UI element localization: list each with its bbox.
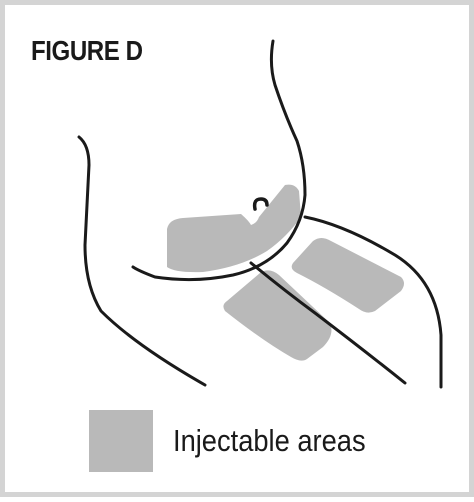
injectable-area-abdomen	[167, 185, 301, 273]
legend-label: Injectable areas	[173, 423, 366, 459]
legend-swatch	[89, 410, 153, 472]
